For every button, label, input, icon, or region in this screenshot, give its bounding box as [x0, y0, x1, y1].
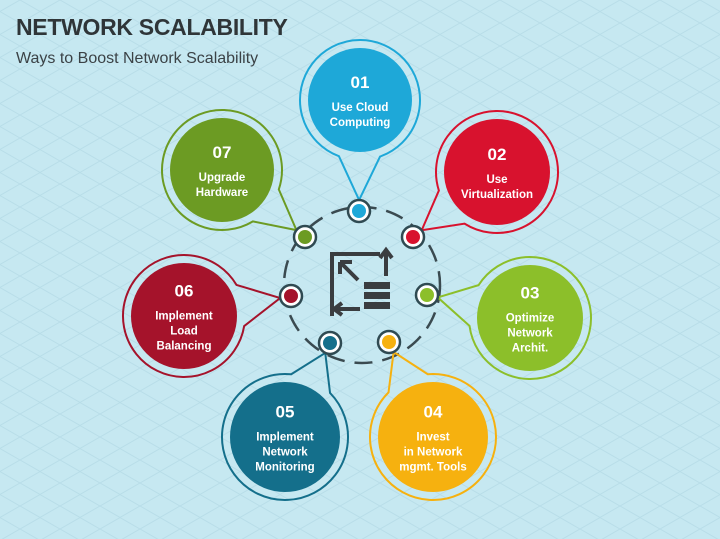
step-text-line: Computing [329, 117, 391, 129]
step-text-line: in Network [403, 446, 463, 459]
scalability-icon [330, 246, 394, 317]
step-text-line: Invest [416, 431, 450, 444]
step-text-line: Use [486, 174, 508, 186]
step-circle-02 [444, 119, 550, 225]
step-text-line: Network [507, 327, 553, 340]
step-text-line: Use Cloud [331, 102, 389, 114]
step-number: 02 [487, 145, 507, 164]
step-node-dot [323, 336, 337, 350]
page-title: NETWORK SCALABILITY [16, 14, 288, 40]
step-number: 01 [350, 73, 370, 92]
step-circle-01 [308, 48, 412, 152]
step-number: 07 [212, 143, 232, 162]
step-node-dot [406, 230, 420, 244]
step-text-line: Implement [155, 310, 213, 323]
step-node-dot [382, 335, 396, 349]
step-connector-02 [420, 110, 559, 234]
step-connector-03 [435, 256, 592, 380]
step-text-line: Hardware [195, 187, 249, 199]
step-text-line: Load [170, 325, 198, 338]
step-text-line: Optimize [505, 312, 555, 325]
step-number: 05 [275, 402, 295, 422]
page-subtitle: Ways to Boost Network Scalability [16, 50, 259, 67]
step-number: 06 [174, 281, 194, 301]
step-node-dot [352, 204, 366, 218]
step-text-line: Implement [256, 431, 314, 444]
step-number: 03 [520, 283, 540, 303]
step-circle-07 [170, 118, 274, 222]
step-text-line: Archit. [511, 342, 549, 355]
step-number: 04 [423, 402, 443, 422]
step-text-line: Network [262, 446, 308, 459]
step-connector-06 [122, 254, 283, 378]
step-connector-07 [161, 109, 299, 232]
step-node-dot [298, 230, 312, 244]
step-connector-01 [299, 39, 421, 203]
step-connector-04 [369, 350, 497, 501]
step-text-line: Virtualization [461, 189, 533, 201]
step-text-line: Upgrade [198, 172, 246, 184]
step-text-line: Monitoring [255, 461, 315, 474]
step-circle-05 [230, 382, 340, 492]
step-circle-06 [131, 263, 237, 369]
step-node-dot [284, 289, 298, 303]
step-text-line: Balancing [156, 340, 212, 353]
step-connector-05 [221, 351, 349, 501]
step-text-line: mgmt. Tools [399, 461, 467, 474]
step-circle-03 [477, 265, 583, 371]
step-circle-04 [378, 382, 488, 492]
step-node-dot [420, 288, 434, 302]
